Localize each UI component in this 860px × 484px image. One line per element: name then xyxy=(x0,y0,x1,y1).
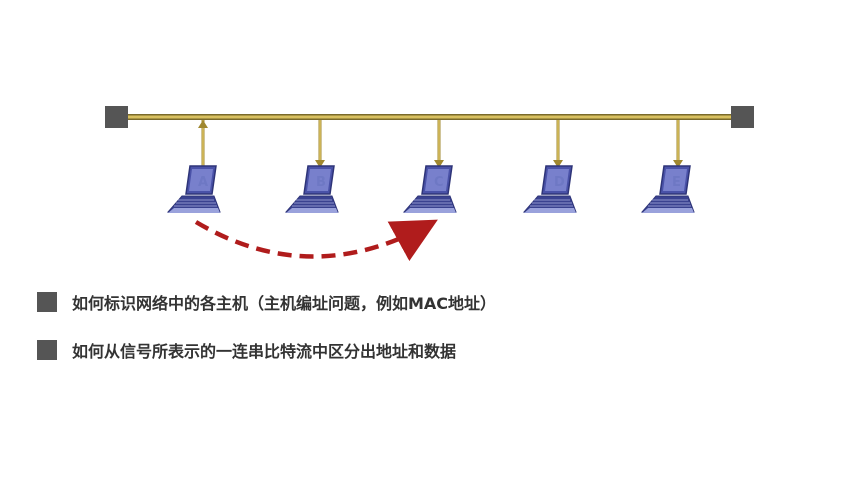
laptop-host-d: D xyxy=(522,165,577,213)
laptop-host-c: C xyxy=(402,165,457,213)
bullet-text: 如何从信号所表示的一连串比特流中区分出地址和数据 xyxy=(72,342,457,361)
drop-arrow-down-b xyxy=(315,160,325,168)
laptop-icon xyxy=(402,165,457,213)
drop-arrow-down-c xyxy=(434,160,444,168)
drop-lines-highlight xyxy=(202,120,679,166)
laptop-icon xyxy=(640,165,695,213)
drop-arrow-down-e xyxy=(673,160,683,168)
transfer-arrow-a-to-c xyxy=(194,219,438,262)
laptop-icon xyxy=(166,165,221,213)
bullet-item-bitstream: 如何从信号所表示的一连串比特流中区分出地址和数据 xyxy=(37,338,456,362)
laptop-icon xyxy=(284,165,339,213)
bus-terminator-left xyxy=(105,106,128,128)
host-label-b: B xyxy=(316,175,326,190)
laptop-icon xyxy=(522,165,577,213)
bus-terminator-right xyxy=(731,106,754,128)
bullet-square-icon xyxy=(37,292,57,312)
host-label-c: C xyxy=(434,175,444,190)
host-label-a: A xyxy=(198,175,208,190)
laptop-host-a: A xyxy=(166,165,221,213)
laptop-host-e: E xyxy=(640,165,695,213)
bullet-square-icon xyxy=(37,340,57,360)
host-label-e: E xyxy=(672,175,681,190)
bullet-text: 如何标识网络中的各主机（主机编址问题，例如MAC地址） xyxy=(72,294,497,313)
bullet-item-addressing: 如何标识网络中的各主机（主机编址问题，例如MAC地址） xyxy=(37,290,496,314)
host-label-d: D xyxy=(554,175,565,190)
drop-arrow-down-d xyxy=(553,160,563,168)
drop-arrow-up-a xyxy=(198,120,208,128)
laptop-host-b: B xyxy=(284,165,339,213)
